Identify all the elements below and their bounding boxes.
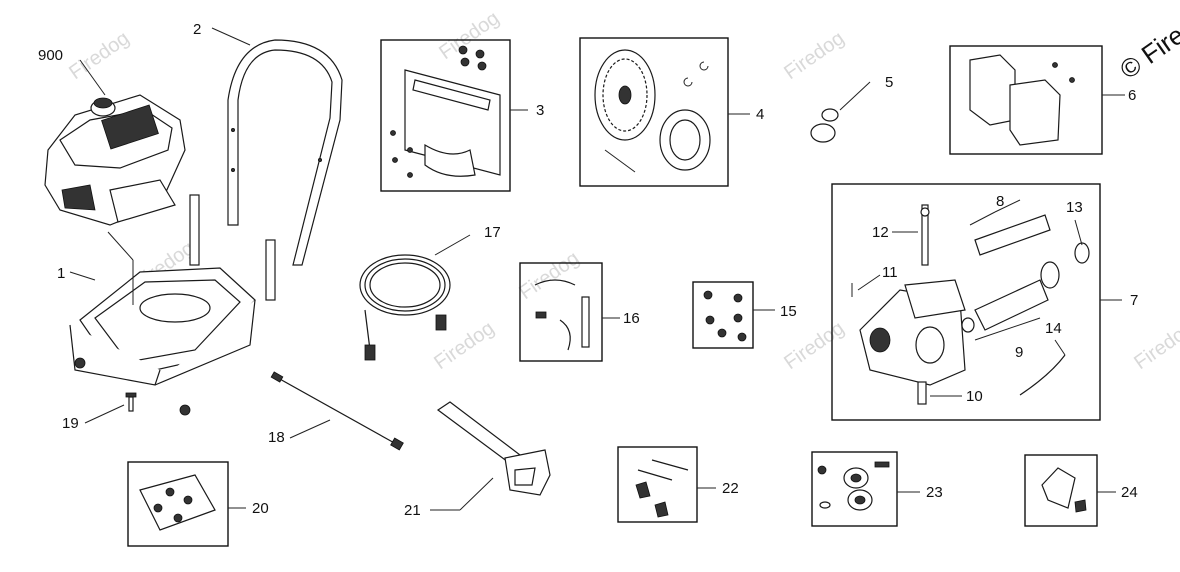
leader-line <box>857 274 881 291</box>
spray-gun-part <box>436 401 551 496</box>
bolts-22-part <box>635 459 689 518</box>
wand-part <box>270 371 404 451</box>
engine-part <box>44 94 186 226</box>
wheel-part <box>594 49 711 173</box>
fuel-tank-part <box>969 54 1075 146</box>
callout-20: 20 <box>252 500 269 517</box>
callout-22: 22 <box>722 480 739 497</box>
copyright-text: © Fire <box>1114 20 1180 85</box>
callout-15: 15 <box>780 303 797 320</box>
part-box-3 <box>380 39 511 192</box>
watermark: Firedog <box>65 27 133 84</box>
leader-line <box>289 419 331 439</box>
callout-19: 19 <box>62 415 79 432</box>
leader-line <box>211 27 251 46</box>
callout-11: 11 <box>882 264 898 281</box>
callout-3: 3 <box>536 102 544 119</box>
leader-line <box>994 199 1021 213</box>
part-box-7 <box>831 183 1101 421</box>
callout-1: 1 <box>57 265 65 282</box>
bracket-part <box>390 45 501 178</box>
callout-5: 5 <box>885 74 893 91</box>
part-box-24 <box>1024 454 1098 527</box>
part-box-23 <box>811 451 898 527</box>
part-box-6 <box>949 45 1103 155</box>
handle-part <box>227 39 343 266</box>
part-box-16 <box>519 262 603 362</box>
leader-line <box>79 59 106 96</box>
leader-line <box>107 231 134 261</box>
pump-part <box>851 204 1090 405</box>
watermark: Firedog <box>515 247 583 304</box>
hardware-15-part <box>703 290 747 342</box>
callout-18: 18 <box>268 429 285 446</box>
screw-19-part <box>125 392 137 412</box>
bearings-part <box>817 461 890 511</box>
callout-6: 6 <box>1128 87 1136 104</box>
fittings-part <box>534 279 590 351</box>
leader-line <box>434 234 471 256</box>
leader-line <box>69 271 96 281</box>
callout-7: 7 <box>1130 292 1138 309</box>
callout-2: 2 <box>193 21 201 38</box>
watermark: Firedog <box>780 317 848 374</box>
clip-part <box>1041 467 1087 513</box>
callout-10: 10 <box>966 388 983 405</box>
callout-23: 23 <box>926 484 943 501</box>
hardware-20-part <box>139 474 216 531</box>
leader-line <box>459 477 494 511</box>
callout-12: 12 <box>872 224 889 241</box>
part-box-20 <box>127 461 229 547</box>
part-box-15 <box>692 281 754 349</box>
part-box-22 <box>617 446 698 523</box>
leader-line <box>1074 219 1083 246</box>
watermark: Firedog <box>435 7 503 64</box>
callout-900: 900 <box>38 47 63 64</box>
callout-16: 16 <box>623 310 640 327</box>
fuel-cap-part <box>810 108 839 143</box>
callout-13: 13 <box>1066 199 1083 216</box>
callout-14: 14 <box>1045 320 1062 337</box>
callout-24: 24 <box>1121 484 1138 501</box>
frame-part <box>69 194 276 416</box>
hose-part <box>359 254 451 361</box>
leader-line <box>1054 339 1066 356</box>
callout-8: 8 <box>996 193 1004 210</box>
watermark: Firedog <box>1130 317 1180 374</box>
leader-line <box>84 404 125 424</box>
callout-21: 21 <box>404 502 421 519</box>
leader-line <box>974 317 1041 341</box>
part-box-4 <box>579 37 729 187</box>
leader-line <box>839 81 871 111</box>
callout-9: 9 <box>1015 344 1023 361</box>
callout-4: 4 <box>756 106 764 123</box>
watermark: Firedog <box>780 27 848 84</box>
callout-17: 17 <box>484 224 501 241</box>
leader-line <box>969 211 996 226</box>
